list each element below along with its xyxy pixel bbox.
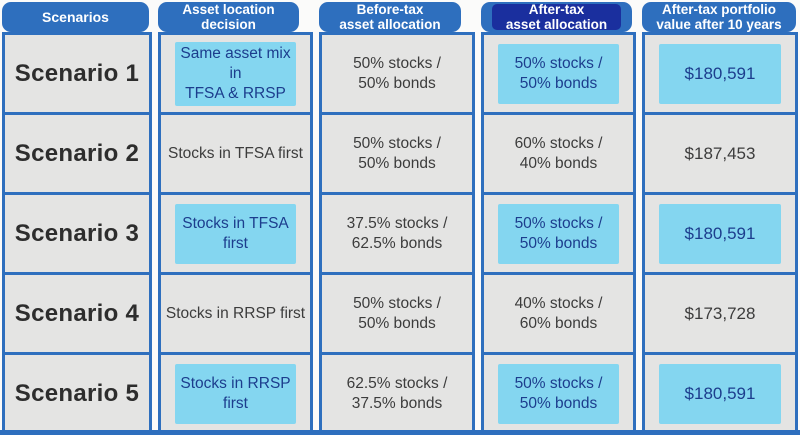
cell-before-tax-2: 50% stocks / 50% bonds — [322, 112, 472, 192]
cell-decision-1: Same asset mix in TFSA & RRSP — [161, 35, 310, 112]
column-after-tax-allocation: After-tax asset allocation 50% stocks / … — [481, 2, 636, 435]
header-scenarios: Scenarios — [2, 2, 149, 32]
cell-decision-4: Stocks in RRSP first — [161, 272, 310, 352]
column-scenarios-card: Scenario 1 Scenario 2 Scenario 3 Scenari… — [2, 32, 152, 435]
cell-before-tax-5: 62.5% stocks / 37.5% bonds — [322, 352, 472, 432]
header-after-tax-allocation: After-tax asset allocation — [481, 2, 632, 32]
highlight-box: $180,591 — [658, 363, 782, 424]
cell-scenario-5-label: Scenario 5 — [5, 352, 149, 432]
cell-scenario-2-label: Scenario 2 — [5, 112, 149, 192]
cell-decision-5: Stocks in RRSP first — [161, 352, 310, 432]
column-portfolio-value: After-tax portfolio value after 10 years… — [642, 2, 798, 435]
highlight-box: $180,591 — [658, 43, 782, 104]
cell-value-5: $180,591 — [645, 352, 795, 432]
column-portfolio-value-card: $180,591 $187,453 $180,591 $173,728 $180… — [642, 32, 798, 435]
header-asset-location-decision: Asset location decision — [158, 2, 299, 32]
cell-before-tax-3: 37.5% stocks / 62.5% bonds — [322, 192, 472, 272]
cell-after-tax-4: 40% stocks / 60% bonds — [484, 272, 633, 352]
column-before-tax-allocation: Before-tax asset allocation 50% stocks /… — [319, 2, 475, 435]
column-scenarios: Scenarios Scenario 1 Scenario 2 Scenario… — [2, 2, 152, 435]
cell-before-tax-4: 50% stocks / 50% bonds — [322, 272, 472, 352]
cell-scenario-4-label: Scenario 4 — [5, 272, 149, 352]
cell-value-4: $173,728 — [645, 272, 795, 352]
header-before-tax-allocation: Before-tax asset allocation — [319, 2, 461, 32]
highlight-box: 50% stocks / 50% bonds — [497, 203, 620, 264]
highlight-box: Stocks in RRSP first — [174, 363, 297, 424]
cell-value-1: $180,591 — [645, 35, 795, 112]
column-after-tax-card: 50% stocks / 50% bonds 60% stocks / 40% … — [481, 32, 636, 435]
cell-after-tax-2: 60% stocks / 40% bonds — [484, 112, 633, 192]
header-after-tax-allocation-inner: After-tax asset allocation — [492, 2, 621, 32]
cell-after-tax-5: 50% stocks / 50% bonds — [484, 352, 633, 432]
column-asset-location-decision: Asset location decision Same asset mix i… — [158, 2, 313, 435]
cell-after-tax-3: 50% stocks / 50% bonds — [484, 192, 633, 272]
highlight-box: Stocks in TFSA first — [174, 203, 297, 264]
highlight-box: 50% stocks / 50% bonds — [497, 43, 620, 104]
column-asset-location-card: Same asset mix in TFSA & RRSP Stocks in … — [158, 32, 313, 435]
cell-before-tax-1: 50% stocks / 50% bonds — [353, 54, 441, 92]
cell-scenario-3-label: Scenario 3 — [5, 192, 149, 272]
cell-decision-2: Stocks in TFSA first — [161, 112, 310, 192]
header-portfolio-value: After-tax portfolio value after 10 years — [642, 2, 796, 32]
table-bottom-border — [0, 430, 800, 435]
cell-scenario-1-label: Scenario 1 — [14, 59, 140, 87]
cell-value-3: $180,591 — [645, 192, 795, 272]
cell-decision-3: Stocks in TFSA first — [161, 192, 310, 272]
highlight-box: 50% stocks / 50% bonds — [497, 363, 620, 424]
cell-value-2: $187,453 — [645, 112, 795, 192]
cell-after-tax-1: 50% stocks / 50% bonds — [484, 35, 633, 112]
highlight-box: $180,591 — [658, 203, 782, 264]
highlight-box: Same asset mix in TFSA & RRSP — [174, 41, 297, 106]
column-before-tax-card: 50% stocks / 50% bonds 50% stocks / 50% … — [319, 32, 475, 435]
